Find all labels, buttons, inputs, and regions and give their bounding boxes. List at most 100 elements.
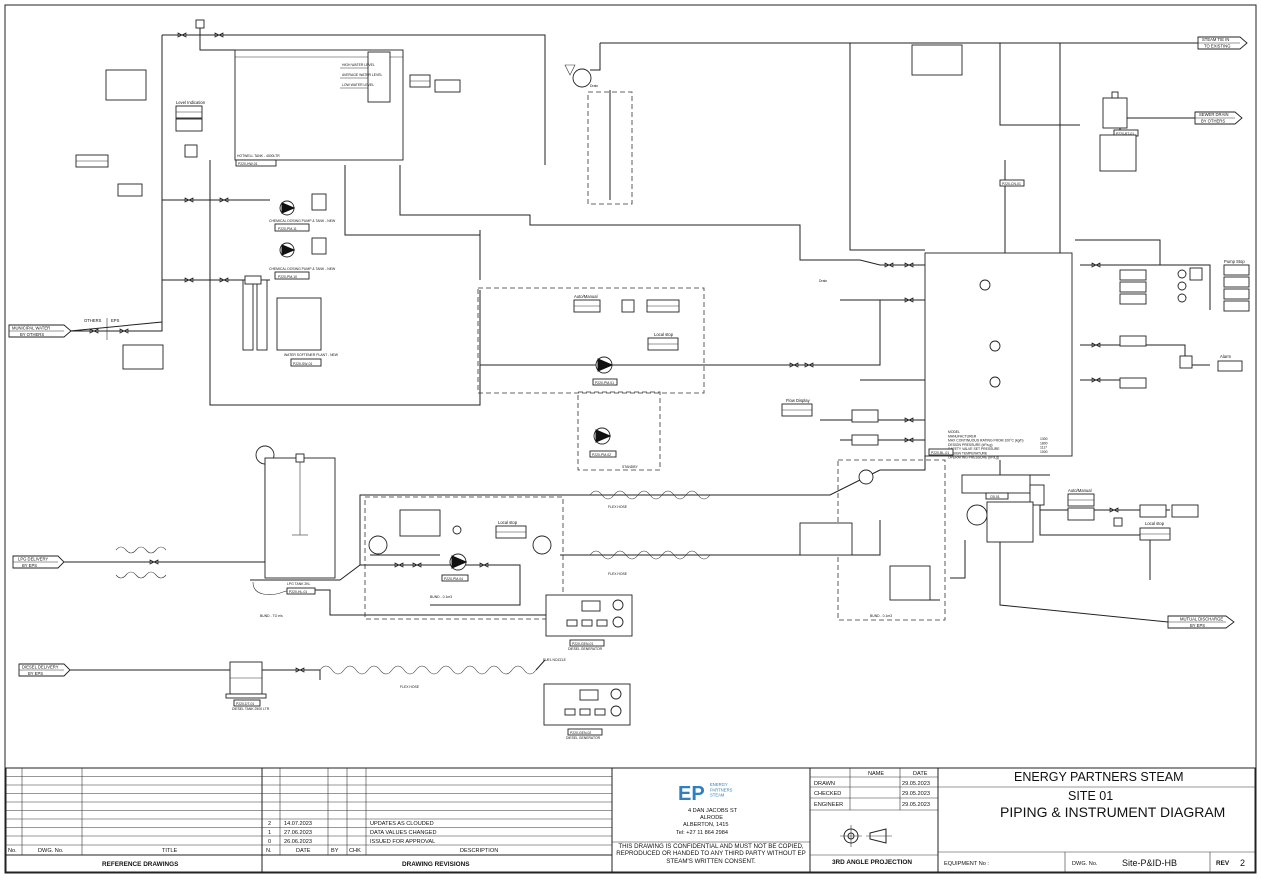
lpg-delivery-sub: BY EPS <box>22 563 37 568</box>
chemical-dosing-pumps: CHEMICAL DOSING PUMP & TANK - NEW P220-P… <box>269 193 336 280</box>
lpg-tank-tag: P220-HL-01 <box>289 590 307 594</box>
checked-label: CHECKED <box>814 791 841 797</box>
confidential-notice: THIS DRAWING IS CONFIDENTIAL AND MUST NO… <box>616 843 806 865</box>
rev-row-1-desc: DATA VALUES CHANGED <box>370 830 437 836</box>
auto-manual-label: Auto/Manual <box>574 294 598 299</box>
address-line-3: ALBERTON, 1415 <box>683 822 729 828</box>
generator-1-label: DIESEL GENERATOR <box>568 647 603 651</box>
col-date: DATE <box>913 771 928 777</box>
rev-row-1-n: 1 <box>268 830 271 836</box>
engineer-date: 29.05.2023 <box>902 802 930 808</box>
eps-label: EPS <box>111 318 120 323</box>
projection-symbol <box>840 825 892 847</box>
hotwell-tank: HIGH WATER LEVEL AVERAGE WATER LEVEL LOW… <box>234 49 461 167</box>
water-softener-tag: P220-SW-01 <box>293 362 312 366</box>
local-stop-3-label: Local stop <box>1145 521 1165 526</box>
title-block: No. DWG. No. TITLE REFERENCE DRAWINGS N.… <box>5 767 1256 873</box>
diesel-delivery-sub: BY EPS <box>28 671 43 676</box>
ref-hdr-title: TITLE <box>162 848 177 854</box>
col-name: NAME <box>868 771 884 777</box>
generator-2-tag: P220-GEN-02 <box>570 731 591 735</box>
municipal-scope-split: OTHERS EPS <box>84 318 164 370</box>
condensate-tag: P220-CN-01 <box>1002 182 1021 186</box>
sewer-drain-terminal: SEWER DRAIN BY OTHERS <box>1194 111 1243 125</box>
high-water-level-label: HIGH WATER LEVEL <box>342 63 375 67</box>
boiler-instruments: Pump Stop Alarm Flow Display <box>781 259 1250 485</box>
logo-mark: EP <box>678 783 705 805</box>
diesel-delivery-terminal: DIESEL DELIVERY BY EPS <box>18 663 71 677</box>
fuel-nozzle-label: FUEL NOZZLE <box>543 658 567 662</box>
flex-hose-label-3: FLEX HOSE <box>608 572 628 576</box>
condensate-section: P220-BT-01 P220-CN-01 <box>564 44 1139 187</box>
rev-hdr-desc: DESCRIPTION <box>460 848 498 854</box>
sewer-drain-label: SEWER DRAIN <box>1199 112 1229 117</box>
site-name: SITE 01 <box>1068 789 1113 803</box>
lpg-tank-label: LPG TANK 2KL <box>287 582 311 586</box>
lpg-delivery-terminal: LPG DELIVERY BY EPS <box>12 555 65 569</box>
chem-pump-2-label: CHEMICAL DOSING PUMP & TANK - NEW <box>269 267 336 271</box>
generator-1-tag: P220-GEN-01 <box>572 642 593 646</box>
telephone: Tel: +27 11 864 2984 <box>676 830 728 836</box>
hotwell-tank-label: HOTWELL TANK - 4000LTR <box>237 154 280 158</box>
municipal-water-terminal: MUNICIPAL WATER BY OTHERS <box>8 324 72 338</box>
drain-label-2: Drain <box>590 84 598 88</box>
low-water-level-label: LOW WATER LEVEL <box>342 83 374 87</box>
bund-3-label: BUND - 0.1m3 <box>870 614 892 618</box>
rev-row-0-n: 2 <box>268 821 271 827</box>
rev-value: 2 <box>1240 858 1245 868</box>
feed-pump-tag: P220-PM-01 <box>595 381 614 385</box>
lpg-section: LPG TANK 2KL P220-HL-01 BUND - TO e/s P2… <box>255 445 931 618</box>
blowdown-tag: P220-BT-01 <box>1116 132 1134 136</box>
diesel-generators: P220-GEN-01 DIESEL GENERATOR P220-GEN-02… <box>400 505 633 740</box>
confidential-notice-wrap: THIS DRAWING IS CONFIDENTIAL AND MUST NO… <box>616 843 806 865</box>
rev-hdr-n: N. <box>266 848 272 854</box>
standby-label: STANDBY <box>622 465 639 469</box>
water-softener-plant: WATER SOFTENER PLANT - NEW P220-SW-01 <box>242 275 339 367</box>
lpg-pump-tag: P220-PM-04 <box>444 577 463 581</box>
drawn-date: 29.05.2023 <box>902 781 930 787</box>
steam-tie-in-terminal: STEAM TIE IN TO EXISTING <box>1197 36 1248 50</box>
boiler-tag: P220-BL-01 <box>931 451 949 455</box>
level-indication-label: Level Indication <box>176 100 206 105</box>
rev-row-0-date: 14.07.2023 <box>284 821 312 827</box>
water-softener-label: WATER SOFTENER PLANT - NEW <box>284 353 339 357</box>
rev-hdr-date: DATE <box>296 848 311 854</box>
local-stop-label: Local stop <box>654 332 674 337</box>
reference-drawings-label: REFERENCE DRAWINGS <box>102 861 179 868</box>
local-stop-2-label: Local stop <box>498 520 518 525</box>
ref-hdr-no: No. <box>8 848 17 854</box>
chem-pump-1-label: CHEMICAL DOSING PUMP & TANK - NEW <box>269 219 336 223</box>
steam-tie-in-sub: TO EXISTING <box>1204 44 1230 49</box>
rev-row-1-date: 27.06.2023 <box>284 830 312 836</box>
rev-row-2-n: 0 <box>268 839 271 845</box>
flex-hose-label-2: FLEX HOSE <box>608 505 628 509</box>
sheet-border <box>4 4 1257 874</box>
lpg-delivery-label: LPG DELIVERY <box>18 557 48 562</box>
dwg-no-value: Site-P&ID-HB <box>1122 858 1177 868</box>
level-indication: Level Indication <box>75 19 206 197</box>
dwg-no-label: DWG. No. <box>1072 861 1098 867</box>
rev-row-2-date: 26.06.2023 <box>284 839 312 845</box>
equipment-no-label: EQUIPMENT No : <box>944 861 989 867</box>
burner-controls: Auto/Manual Local stop <box>799 488 1199 556</box>
drawn-label: DRAWN <box>814 781 835 787</box>
valve-markers <box>89 32 1119 673</box>
mutual-discharge-terminal: MUTUAL DISCHARGE BY EPS <box>1167 615 1235 629</box>
standby-pump-tag: P220-PM-02 <box>592 453 611 457</box>
drawing-revisions-label: DRAWING REVISIONS <box>402 861 470 868</box>
rev-hdr-by: BY <box>331 848 339 854</box>
feed-pump-package: Auto/Manual Local stop P220-PM-01 P220-P… <box>573 294 680 469</box>
generator-2-label: DIESEL GENERATOR <box>566 736 601 740</box>
checked-date: 29.05.2023 <box>902 791 930 797</box>
chem-pump-2-tag: P220-PM-10 <box>278 275 297 279</box>
municipal-water-label: MUNICIPAL WATER <box>12 326 50 331</box>
auto-manual-2-label: Auto/Manual <box>1068 488 1092 493</box>
mutual-discharge-label: MUTUAL DISCHARGE <box>1180 617 1223 622</box>
municipal-water-sub: BY OTHERS <box>20 332 44 337</box>
pump-stop-label: Pump Stop <box>1224 259 1245 264</box>
